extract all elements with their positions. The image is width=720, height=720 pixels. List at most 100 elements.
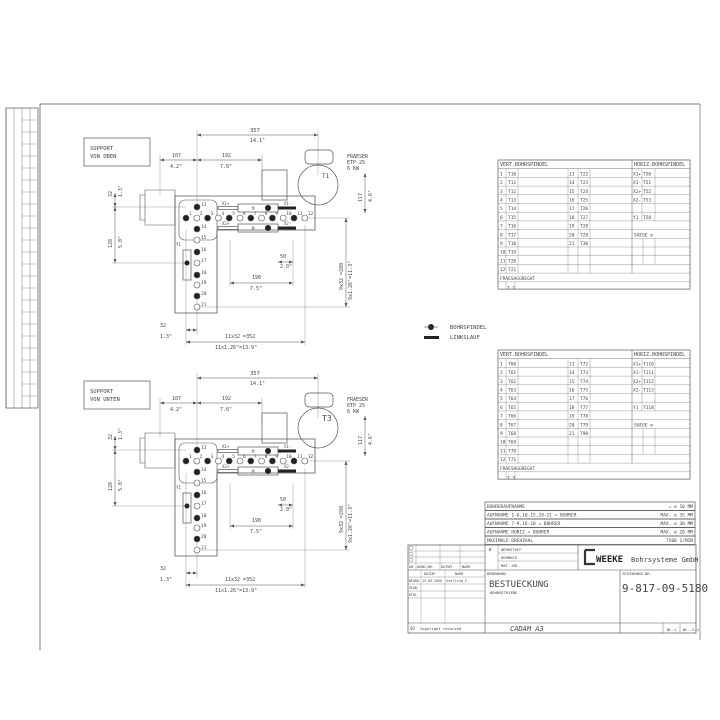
dim-352-label: 11x32 =352 xyxy=(225,334,255,340)
spindle-number: 15 xyxy=(201,235,207,241)
spindle-number: 18 xyxy=(201,513,207,519)
dim-128-label: 128 xyxy=(108,239,114,248)
spindle-no: 20 xyxy=(569,232,575,238)
dim-50-inch: 2.0" xyxy=(280,264,292,270)
dim-357-label: 357 xyxy=(250,371,260,377)
spindle-number: 12 xyxy=(308,454,314,460)
y1-label: Y1 xyxy=(176,485,181,490)
spindle-no: 20 xyxy=(569,422,575,428)
spindle-number: 8 xyxy=(265,454,268,460)
vertical-spindle xyxy=(193,203,201,211)
horiz-axis: X1+ xyxy=(633,171,641,177)
horiz-axis: X2+ xyxy=(633,189,641,195)
company-name: Bohrsysteme GmbH xyxy=(631,556,698,564)
dim-288-label: 9x32 =288 xyxy=(339,506,345,533)
zeichnungs-nr: 9-817-09-5180 xyxy=(622,582,708,595)
tool-code: T69 xyxy=(508,440,516,446)
vertical-spindle xyxy=(269,457,276,465)
spindle-shaft xyxy=(217,206,239,210)
spindle-no: 1 xyxy=(500,361,503,367)
dim-190-inch: 7.5" xyxy=(250,529,262,535)
dim-50-arrows xyxy=(278,503,293,507)
tool-code: T112 xyxy=(643,379,654,385)
spindle-no: 13 xyxy=(569,361,575,367)
motor-label: T1 xyxy=(322,173,330,180)
spindle-number: 1 xyxy=(189,454,192,460)
tool-code: T50 xyxy=(643,171,651,177)
vertical-spindle xyxy=(193,535,201,543)
y1-spindle xyxy=(184,260,190,266)
legend-linkslauf: LINKSLAUF xyxy=(450,335,480,341)
vertical-spindle xyxy=(193,248,201,256)
tool-code: T28 xyxy=(580,224,588,230)
tool-code: T67 xyxy=(508,422,516,428)
spindle-x2p-label: X2+ xyxy=(222,464,230,469)
fraesaggregat-value: T 1 xyxy=(507,286,515,292)
spindle-filled xyxy=(265,468,271,474)
spindle-number: 21 xyxy=(201,545,207,551)
tool-code: T72 xyxy=(580,361,588,367)
dim-117-label: 117 xyxy=(358,436,364,445)
spindle-number: 16 xyxy=(201,490,207,496)
tool-code: T68 xyxy=(508,431,516,437)
y1-spindle-housing xyxy=(182,249,192,281)
bohreraufnahme-value: MAX. ⌀ 35 MM xyxy=(660,513,693,519)
tool-code: T71 xyxy=(508,457,516,463)
spindle-no: 3 xyxy=(500,189,503,195)
dim-32h-inch: 1.3" xyxy=(160,334,172,340)
spindle-no: 17 xyxy=(569,396,575,402)
dim-107-inch: 4.2" xyxy=(170,407,182,413)
name-label: NAME xyxy=(455,572,463,576)
spindle-no: 2 xyxy=(500,180,503,186)
spindle-no: 21 xyxy=(569,241,575,247)
vertical-spindle xyxy=(193,491,201,499)
tool-code: T74 xyxy=(580,379,588,385)
dim-128-inch: 5.0" xyxy=(118,479,124,491)
spindle-number: 6 xyxy=(243,454,246,460)
dim-192-label: 192 xyxy=(222,153,231,159)
vertical-spindle xyxy=(193,303,201,311)
spindle-number: 17 xyxy=(201,258,207,264)
spindle-shaft xyxy=(217,449,239,453)
vertical-spindle xyxy=(204,457,211,465)
weeke-logo-text: WEEKE xyxy=(596,555,623,565)
vert-title: VERT.BOHRSPINDEL xyxy=(500,162,548,168)
fraesaggregat-title: FRAESAGGREGAT xyxy=(500,466,536,472)
spindle-number: 2 xyxy=(200,454,203,460)
vertical-spindle xyxy=(236,457,244,465)
dim-32v-inch: 1.3" xyxy=(118,185,124,197)
spindle-filled xyxy=(265,448,271,454)
spindle-filled xyxy=(265,205,271,211)
tool-code: T23 xyxy=(580,180,588,186)
y1-label: Y1 xyxy=(176,242,181,247)
spindle-no: 15 xyxy=(569,189,575,195)
tool-code: T73 xyxy=(580,370,588,376)
spindle-no: 16 xyxy=(569,388,575,394)
tool-code: T60 xyxy=(508,361,516,367)
dim-288-inch: 9x1.26"=11.3" xyxy=(348,504,354,543)
benennung-sub: BOHRGETRIEBE xyxy=(490,590,518,595)
bohreraufnahme-label: BOHRERAUFNAHME xyxy=(487,504,525,510)
tool-code: T17 xyxy=(508,232,516,238)
spindle-number: 2 xyxy=(200,211,203,217)
tool-code: T75 xyxy=(580,388,588,394)
cadam-label: CADAM A3 xyxy=(510,625,544,633)
vertical-spindle xyxy=(193,214,201,222)
spindle-number: 10 xyxy=(286,454,292,460)
w-label: W xyxy=(489,547,492,552)
spindle-number: 19 xyxy=(201,280,207,286)
fraeser-gear xyxy=(261,169,288,201)
spindle-x2m-label: X2- xyxy=(284,464,291,469)
fraeser-label: FRAESER xyxy=(347,154,369,160)
dim-352-label: 11x32 =352 xyxy=(225,577,255,583)
datum-label: DATUM xyxy=(424,572,435,576)
tool-code: T24 xyxy=(580,189,588,195)
linkslauf-bar xyxy=(278,206,296,210)
weeke-logo-mark xyxy=(583,548,595,566)
spindle-no: 12 xyxy=(500,267,506,273)
dim-107-arrows xyxy=(160,401,197,405)
spindle-x2m-label: X2- xyxy=(284,221,291,226)
horiz-axis: X2- xyxy=(633,388,641,394)
